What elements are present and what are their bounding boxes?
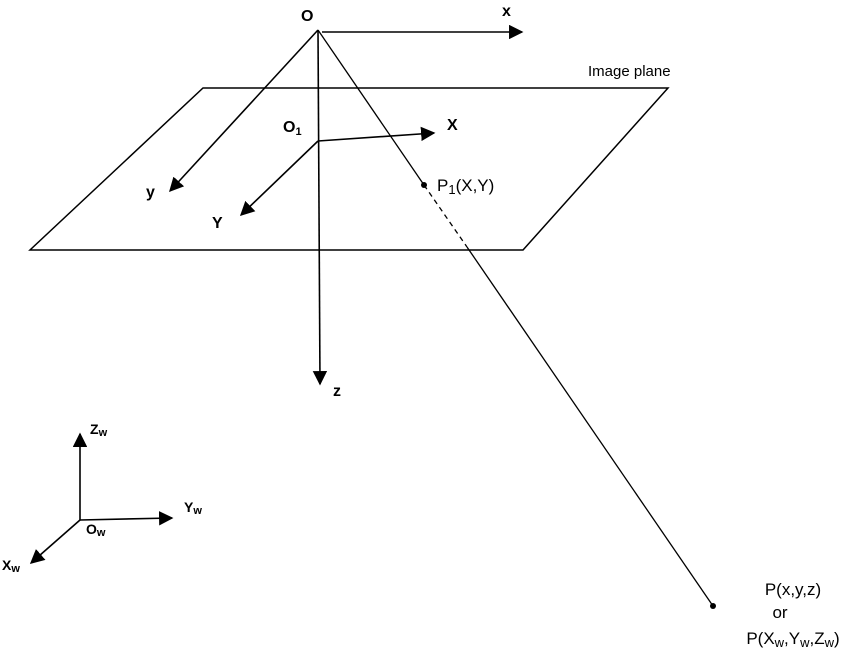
projection-ray-upper-segment	[317, 29, 425, 186]
image-Y-axis-label: Y	[212, 215, 223, 232]
camera-z-axis-label: z	[333, 383, 341, 400]
image-plane-outline	[28, 87, 670, 251]
world-y-axis-arrow	[79, 511, 174, 526]
image-origin-label: O1	[283, 119, 302, 138]
world-x-axis-label: Xw	[2, 557, 20, 575]
world-x-axis-arrow	[29, 519, 81, 564]
world-origin-label: Ow	[86, 521, 106, 539]
point-p1-dot	[421, 182, 427, 188]
camera-y-axis-label: y	[146, 184, 155, 201]
world-z-axis-label: Zw	[90, 421, 108, 439]
image-plane-label: Image plane	[588, 63, 671, 80]
image-X-axis-label: X	[447, 117, 458, 134]
image-Y-axis-arrow	[239, 140, 319, 216]
point-p-label-line2: or	[772, 603, 787, 622]
camera-z-axis-arrow	[312, 29, 328, 386]
point-p-dot	[710, 603, 716, 609]
point-p1-label: P1(X,Y)	[437, 176, 494, 197]
camera-origin-label: O	[301, 8, 313, 25]
projection-ray-dashed-segment	[423, 184, 468, 248]
image-X-axis-arrow	[317, 126, 436, 142]
world-y-axis-label: Yw	[184, 499, 202, 517]
camera-x-axis-label: x	[502, 3, 511, 20]
camera-y-axis-arrow	[169, 29, 319, 193]
point-p-label-line3: P(Xw,Yw,Zw)	[746, 629, 839, 650]
point-p-label-line1: P(x,y,z)	[765, 580, 821, 599]
projection-ray-lower-segment	[466, 246, 714, 607]
